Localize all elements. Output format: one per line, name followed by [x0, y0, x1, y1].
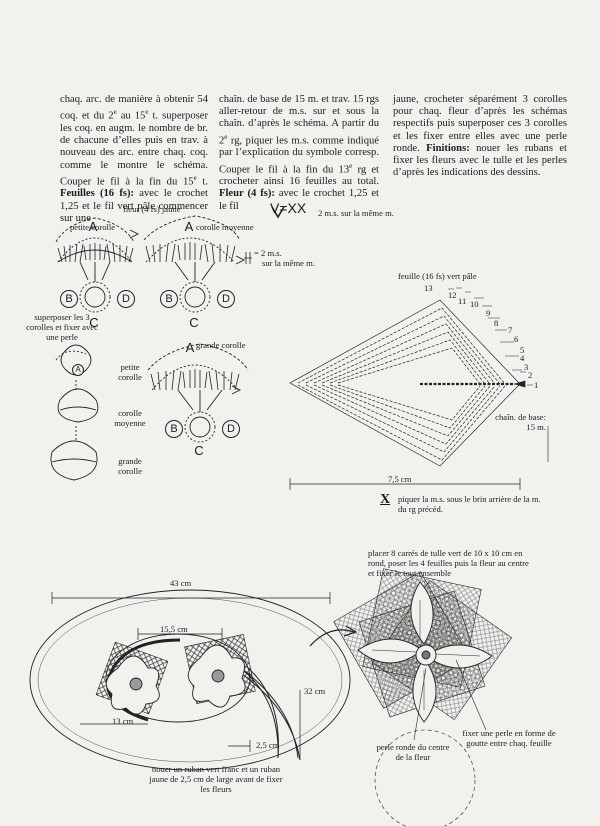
petite-corolle-chart	[55, 217, 140, 313]
dim-15-5cm: 15,5 cm	[160, 624, 188, 634]
leaf-row-8: 8	[494, 318, 499, 328]
text-run: Fleur (4 fs):	[219, 188, 275, 200]
leaf-row-4: 4	[520, 353, 525, 363]
width-7-5-label: 7,5 cm	[388, 474, 412, 484]
text-run: au 15	[116, 110, 146, 122]
leaf-row-13: 13	[424, 283, 433, 293]
leaf-row-7: 7	[508, 325, 513, 335]
letter-b-3: B	[165, 420, 183, 438]
corolle-moyenne-chart	[143, 215, 252, 313]
two-ms-label: = 2 m.s.	[254, 248, 282, 258]
tulle-note: placer 8 carrés de tulle vert de 10 x 10…	[368, 548, 529, 578]
dim-2-5cm: 2,5 cm	[256, 740, 280, 750]
leaf-row-11: 11	[458, 296, 467, 306]
same-stitch-label: sur la même m.	[262, 258, 315, 268]
stacked-corolla-sketches	[50, 344, 99, 481]
v-legend-text: 2 m.s. sur la même m.	[318, 208, 394, 218]
text-run: Feuilles (16 fs):	[60, 188, 135, 200]
letter-a-3: A	[185, 340, 195, 355]
text-run: Finitions:	[426, 142, 470, 154]
letter-c-1: C	[89, 315, 99, 330]
leaf-row-5: 5	[520, 345, 525, 355]
text-run: chaîn. de base de 15 m. et trav. 15 rgs …	[219, 94, 379, 147]
text-run: chaq. arc. de manière à obtenir 54 coq. …	[60, 94, 208, 122]
corolle-moyenne-label: corolle moyenne	[196, 222, 254, 232]
letter-d-2: D	[217, 290, 235, 308]
text-run: jaune, crocheter séparément 3 corolles p…	[393, 94, 567, 154]
text-run: e	[145, 108, 149, 117]
v-legend-symbol	[271, 206, 285, 219]
text-run: e	[193, 173, 197, 182]
grande-corolle-chart	[147, 343, 249, 443]
text-run: t. superposer les coq. en augm. le nombr…	[60, 110, 208, 188]
letter-d-1: D	[117, 290, 135, 308]
text-run: nouer les rubans et fixer les fleurs ave…	[393, 142, 568, 179]
grande-corolle-label-2: grande corolle	[118, 456, 142, 476]
center-bead-note: perle ronde du centre de la fleur	[376, 742, 450, 762]
leaf-row-2: 2	[528, 370, 533, 380]
petite-corolle-label: petite corolle	[70, 222, 116, 232]
petite-corolle-label-2: petite corolle	[118, 362, 142, 382]
corolle-moyenne-label-2: corolle moyenne	[114, 408, 146, 428]
letter-b-1: B	[60, 290, 78, 308]
dim-32cm: 32 cm	[304, 686, 326, 696]
x-symbol: X	[380, 492, 391, 507]
feuille-title: feuille (16 fs) vert pâle	[398, 271, 477, 281]
text-column-3: jaune, crocheter séparément 3 corolles p…	[393, 94, 567, 179]
v-legend: V=XX	[270, 200, 307, 216]
letter-a-small: A	[72, 364, 84, 376]
instructions-col3: jaune, crocheter séparément 3 corolles p…	[393, 94, 567, 179]
tulle-flower-arrangement	[333, 568, 513, 826]
text-run: t.	[196, 176, 208, 188]
text-run: rg, piquer les m.s. comme indiqué par l’…	[219, 135, 379, 176]
letter-b-2: B	[160, 290, 178, 308]
text-column-1: chaq. arc. de manière à obtenir 54 coq. …	[60, 94, 208, 225]
ribbon-note: nouer un ruban vert franc et un ruban ja…	[149, 764, 283, 794]
text-run: rg et crocheter ainsi 16 feuilles au tot…	[219, 164, 380, 188]
leaf-row-10: 10	[470, 299, 479, 309]
leaf-row-3: 3	[524, 362, 529, 372]
text-run: e	[113, 108, 117, 117]
leaf-row-1: 1	[534, 380, 539, 390]
instructions-col2: chaîn. de base de 15 m. et trav. 15 rgs …	[219, 94, 379, 213]
chain-base-label: chaîn. de base: 15 m.	[495, 412, 546, 432]
text-run: e	[349, 161, 353, 170]
text-run: e	[224, 132, 228, 141]
letter-a-1: A	[88, 219, 98, 234]
dim-43cm: 43 cm	[170, 578, 192, 588]
text-column-2: chaîn. de base de 15 m. et trav. 15 rgs …	[219, 94, 379, 213]
x-legend-text: piquer la m.s. sous le brin arrière de l…	[398, 494, 541, 514]
text-run: avec le crochet 1,25 et le fil vert pâle…	[60, 188, 208, 224]
grande-corolle-label: grande corolle	[196, 340, 246, 350]
leaf-row-6: 6	[514, 334, 519, 344]
letter-c-3: C	[194, 443, 204, 458]
drop-bead-note: fixer une perle en forme de goutte entre…	[462, 728, 556, 748]
text-run: avec le crochet 1,25 et le fil	[219, 188, 379, 212]
hat-illustration	[29, 589, 358, 771]
leaf-row-9: 9	[486, 308, 491, 318]
dim-13cm: 13 cm	[112, 716, 134, 726]
superposer-note: superposer les 3 corolles et fixer avec …	[26, 312, 98, 342]
letter-a-2: A	[184, 219, 194, 234]
letter-d-3: D	[222, 420, 240, 438]
leaf-row-leaders	[448, 287, 549, 462]
instructions-col1: chaq. arc. de manière à obtenir 54 coq. …	[60, 94, 208, 225]
fleur-title: fleur (4 fs) jaune	[123, 204, 181, 214]
leaf-row-12: 12	[448, 290, 457, 300]
leaf-chart	[289, 299, 526, 490]
letter-c-2: C	[189, 315, 199, 330]
